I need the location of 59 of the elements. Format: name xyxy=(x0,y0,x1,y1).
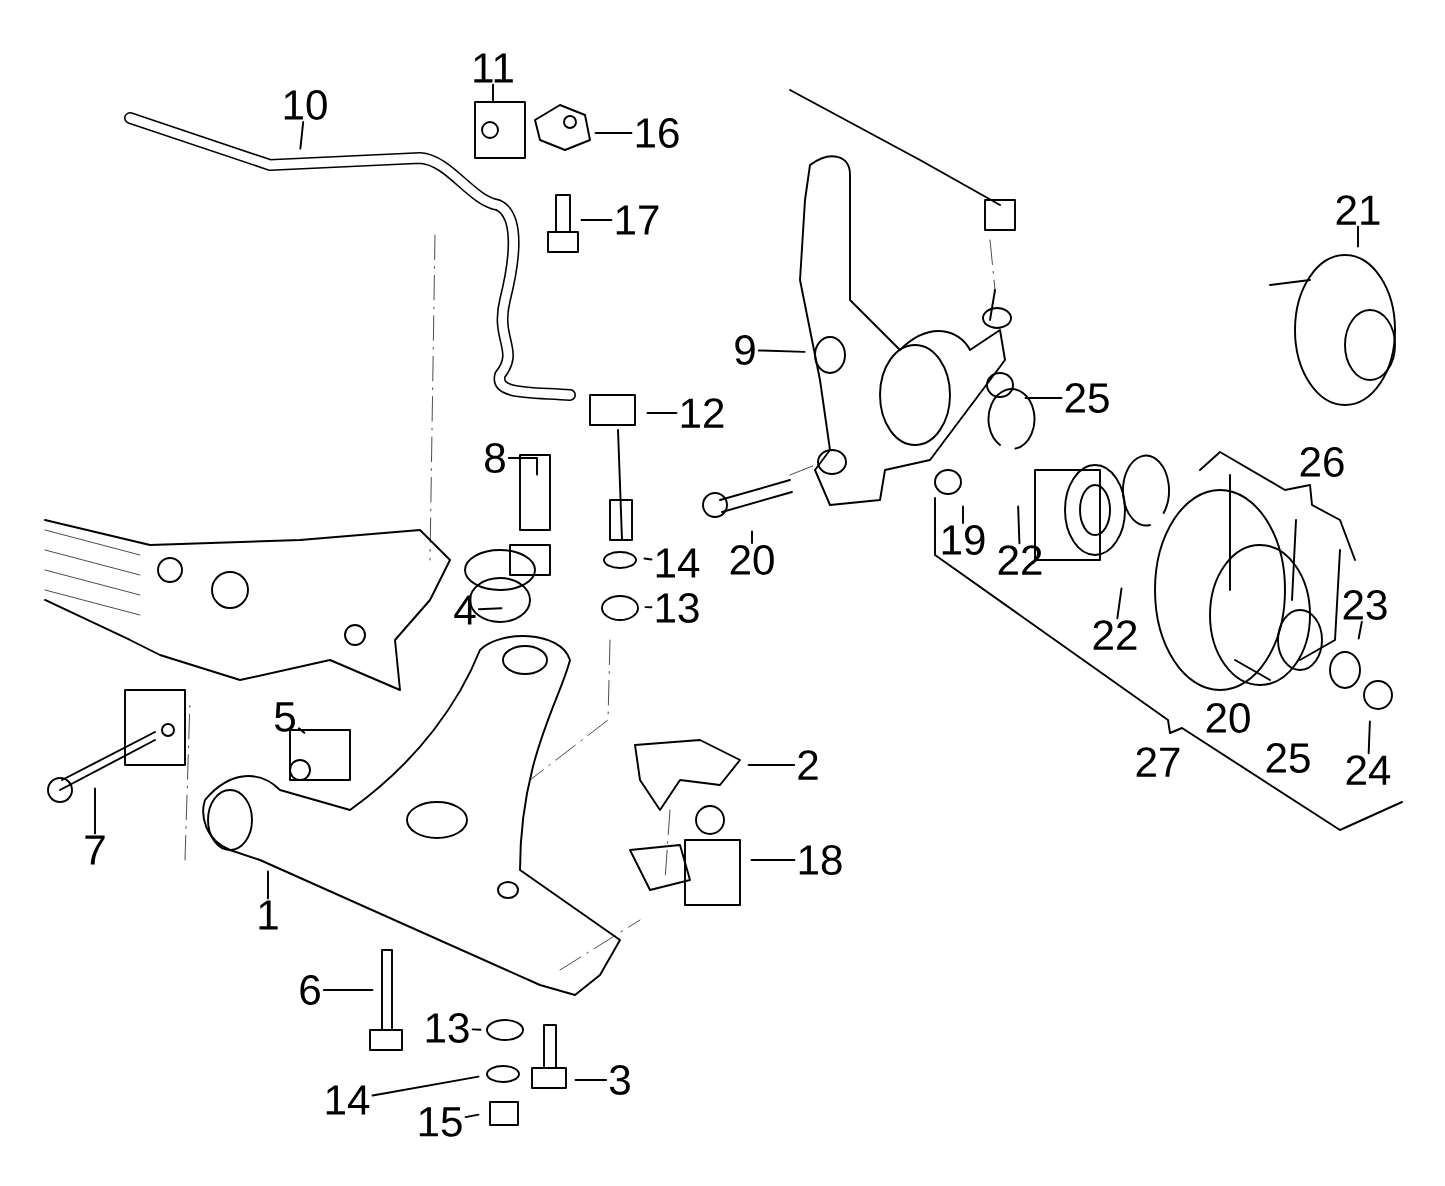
leader-line xyxy=(464,1113,480,1119)
callout-number: 20 xyxy=(730,545,774,575)
callout-number: 9 xyxy=(735,335,755,365)
callout-number: 18 xyxy=(799,845,842,875)
leader-line xyxy=(751,530,753,544)
leader-line xyxy=(1116,587,1123,620)
leader-line xyxy=(297,727,306,734)
callout-number: 11 xyxy=(474,53,513,83)
callout-number: 5 xyxy=(274,702,295,732)
leader-line xyxy=(471,1028,482,1031)
callout-number: 27 xyxy=(1136,747,1180,777)
leader-line xyxy=(1024,397,1063,399)
leader-line xyxy=(962,505,964,524)
callout-number: 13 xyxy=(426,1013,469,1043)
callout-number: 26 xyxy=(1300,447,1344,477)
leader-line xyxy=(646,412,678,414)
callout-number: 22 xyxy=(998,545,1042,575)
callout-number: 24 xyxy=(1346,755,1391,785)
callout-number: 23 xyxy=(1343,590,1387,620)
callout-number: 14 xyxy=(656,548,700,578)
callout-number: 15 xyxy=(419,1107,462,1137)
callout-number: 25 xyxy=(1065,383,1109,413)
leader-line xyxy=(299,121,305,150)
leader-line xyxy=(507,457,538,476)
leader-line xyxy=(492,83,494,102)
callout-number: 21 xyxy=(1336,195,1380,225)
callout-number: 19 xyxy=(942,525,985,555)
leader-line xyxy=(574,1079,608,1081)
leader-line xyxy=(322,989,374,991)
leader-line xyxy=(477,607,503,611)
leader-line xyxy=(1357,225,1359,248)
leader-line xyxy=(750,859,796,861)
leader-line xyxy=(371,1075,480,1097)
leader-line xyxy=(94,787,96,835)
callout-number: 6 xyxy=(300,975,320,1005)
callout-number: 22 xyxy=(1093,620,1137,650)
callout-number: 8 xyxy=(485,443,505,473)
callout-number: 10 xyxy=(284,90,327,120)
callout-number: 12 xyxy=(681,398,724,428)
callout-number: 13 xyxy=(656,593,699,623)
leader-line xyxy=(1357,621,1363,640)
callout-number: 1 xyxy=(259,900,278,930)
leader-line xyxy=(1367,720,1371,755)
leader-line xyxy=(580,219,613,221)
callout-number: 3 xyxy=(609,1065,630,1095)
leader-line xyxy=(594,132,633,134)
leader-line xyxy=(267,870,269,900)
callout-number: 17 xyxy=(616,205,659,235)
callout-number: 25 xyxy=(1266,743,1310,773)
leader-line xyxy=(747,764,796,766)
callout-number: 20 xyxy=(1206,703,1250,733)
leader-line xyxy=(757,349,806,353)
leader-line xyxy=(1017,505,1021,545)
leader-line xyxy=(643,557,653,561)
callout-number: 16 xyxy=(636,118,679,148)
callout-number: 7 xyxy=(85,835,105,865)
leader-line xyxy=(644,606,653,609)
callout-number: 14 xyxy=(326,1085,370,1115)
callout-number: 2 xyxy=(798,750,818,780)
